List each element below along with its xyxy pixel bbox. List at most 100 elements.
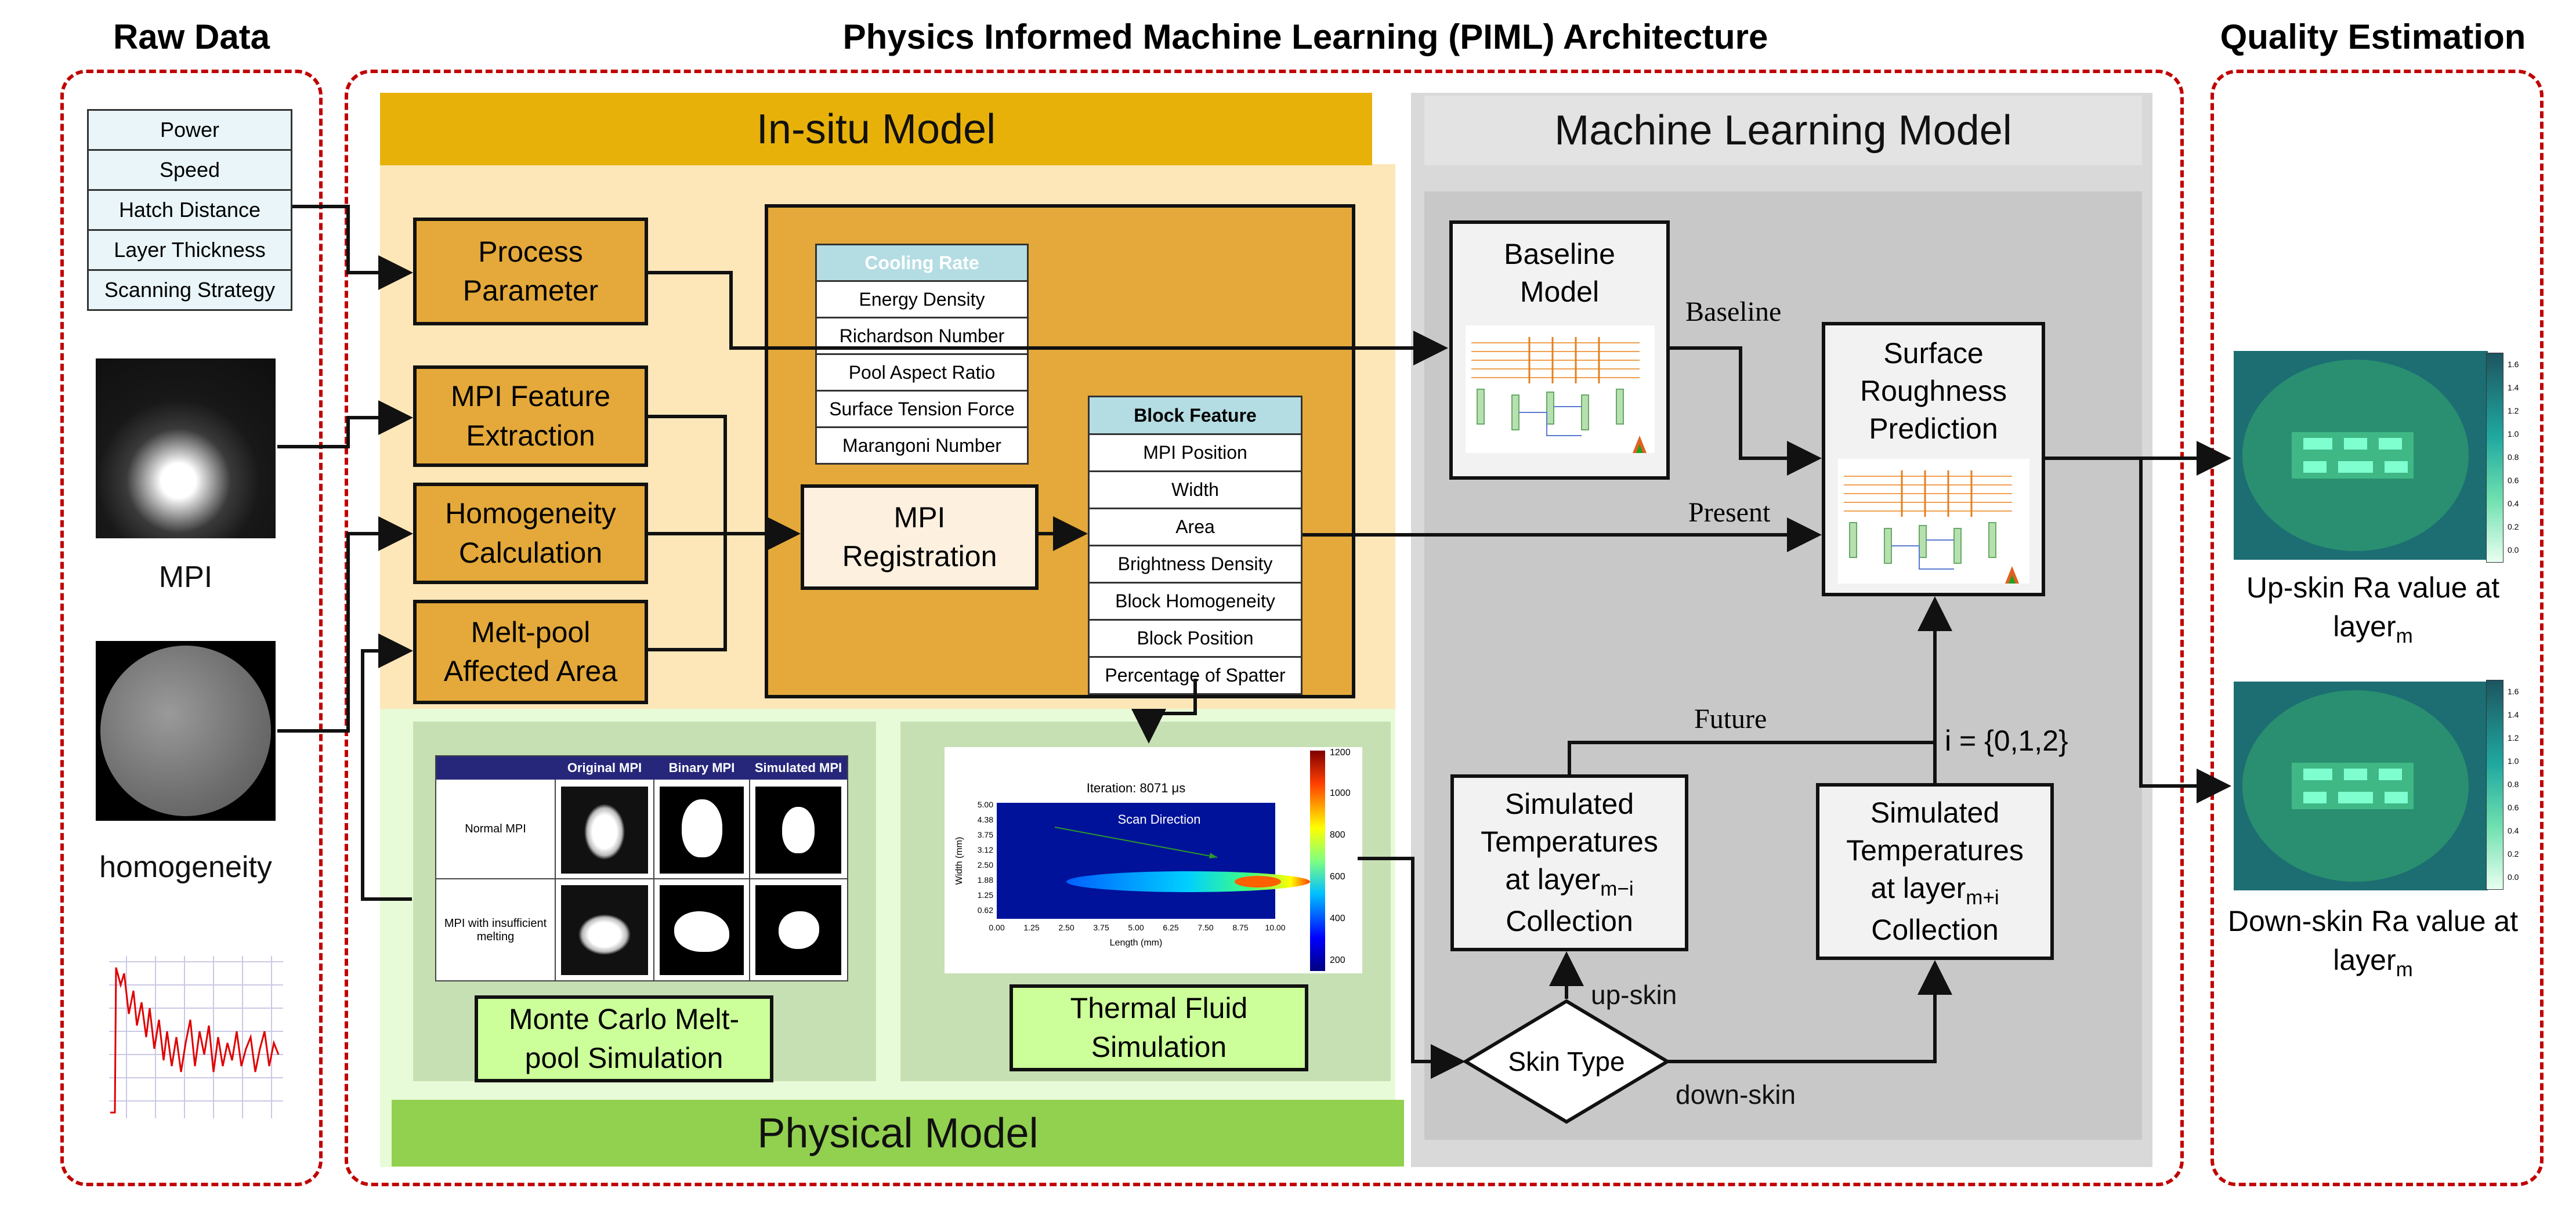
downskin-colorbar-tick: 1.6 xyxy=(2508,687,2519,696)
downskin-colorbar-tick: 1.4 xyxy=(2508,710,2519,719)
param-scanning-strategy: Scanning Strategy xyxy=(87,271,292,311)
cooling-rate-row: Marangoni Number xyxy=(815,428,1029,465)
colorbar-tick: 1000 xyxy=(1330,788,1351,798)
param-layer-thickness: Layer Thickness xyxy=(87,231,292,271)
thermal-ytick: 1.88 xyxy=(978,875,993,885)
upskin-colorbar-tick: 0.8 xyxy=(2508,452,2519,462)
cooling-rate-header: Cooling Rate xyxy=(815,244,1029,282)
thermal-ytick: 2.50 xyxy=(978,860,993,870)
thermal-xlabel: Length (mm) xyxy=(1110,938,1163,948)
thermal-ylabel: Width (mm) xyxy=(954,837,964,885)
downskin-colorbar-tick: 1.2 xyxy=(2508,733,2519,742)
downskin-colorbar-tick: 0.0 xyxy=(2508,872,2519,882)
upskin-colorbar-tick: 1.4 xyxy=(2508,383,2519,392)
i-set-label: i = {0,1,2} xyxy=(1945,724,2068,757)
skin-type-label: Skin Type xyxy=(1508,1046,1625,1077)
upskin-label: Up-skin Ra value at layerm xyxy=(2222,566,2524,653)
baseline-model-label: Baseline Model xyxy=(1504,238,1615,308)
thermal-plot: Iteration: 8071 μs Scan Direction 5.00 4… xyxy=(945,747,1362,973)
thermal-ytick: 3.75 xyxy=(978,830,993,839)
upskin-colorbar-tick: 0.2 xyxy=(2508,522,2519,531)
raw-data-title: Raw Data xyxy=(113,17,270,56)
scan-direction-label: Scan Direction xyxy=(1117,812,1200,827)
thermal-xtick: 8.75 xyxy=(1232,923,1248,932)
upskin-heatmap xyxy=(2234,351,2489,560)
upskin-colorbar-ticks: 1.6 1.4 1.2 1.0 0.8 0.6 0.4 0.2 0.0 xyxy=(2508,353,2542,561)
thermal-ytick: 4.38 xyxy=(978,815,993,824)
block-feature-row: Brightness Density xyxy=(1088,546,1303,584)
edge-future-label: Future xyxy=(1694,704,1767,734)
thermal-xtick: 0.00 xyxy=(989,923,1004,932)
block-feature-row: Block Position xyxy=(1088,621,1303,658)
downskin-label: Down-skin Ra value at layerm xyxy=(2222,899,2524,986)
downskin-colorbar-tick: 0.4 xyxy=(2508,826,2519,835)
quality-title: Quality Estimation xyxy=(2220,17,2526,56)
mc-table: Original MPI Binary MPI Simulated MPI No… xyxy=(435,755,848,981)
homogeneity-label: homogeneity xyxy=(99,850,272,884)
block-feature-row: MPI Position xyxy=(1088,435,1303,472)
mc-row-insufficient: MPI with insufficient melting xyxy=(444,917,547,943)
thermal-xtick: 3.75 xyxy=(1093,923,1109,932)
mc-header-original: Original MPI xyxy=(567,760,642,775)
baseline-model-box: Baseline Model xyxy=(1449,220,1670,480)
block-feature-row: Width xyxy=(1088,472,1303,509)
block-feature-table: Block Feature MPI Position Width Area Br… xyxy=(1088,396,1303,695)
ml-title: Machine Learning Model xyxy=(1424,96,2142,165)
cooling-rate-row: Energy Density xyxy=(815,282,1029,318)
cooling-rate-row: Pool Aspect Ratio xyxy=(815,355,1029,392)
physical-title: Physical Model xyxy=(392,1100,1404,1166)
insitu-title: In-situ Model xyxy=(380,93,1372,165)
mpi-image xyxy=(96,358,276,538)
thermal-xtick: 6.25 xyxy=(1163,923,1178,932)
surface-roughness-label: Surface Roughness Prediction xyxy=(1860,336,2007,445)
thermal-fluid-label: Thermal Fluid Simulation xyxy=(1010,984,1308,1071)
sim-temp-plus-box: Simulated Temperatures at layerm+i Colle… xyxy=(1816,783,2054,960)
block-feature-row: Percentage of Spatter xyxy=(1088,658,1303,695)
mpi-label: MPI xyxy=(158,560,213,594)
meltpool-affected-area-box: Melt-pool Affected Area xyxy=(413,600,648,704)
piml-title: Physics Informed Machine Learning (PIML)… xyxy=(842,17,1768,56)
monte-carlo-label: Monte Carlo Melt-pool Simulation xyxy=(475,995,773,1082)
homogeneity-image xyxy=(96,641,276,821)
upskin-colorbar-tick: 1.6 xyxy=(2508,360,2519,369)
thermal-ytick: 5.00 xyxy=(978,800,993,809)
sim-temp-plus-label: Simulated Temperatures at layerm+i Colle… xyxy=(1846,796,2024,946)
downskin-label-text: Down-skin Ra value at layerm xyxy=(2227,904,2519,981)
block-feature-row: Block Homogeneity xyxy=(1088,584,1303,621)
mc-header-simulated: Simulated MPI xyxy=(754,760,842,775)
thermal-ytick: 1.25 xyxy=(978,890,993,900)
edge-downskin-label: down-skin xyxy=(1676,1079,1796,1110)
signal-plot xyxy=(103,950,283,1136)
colorbar-tick: 400 xyxy=(1330,914,1345,923)
downskin-colorbar-tick: 0.2 xyxy=(2508,849,2519,858)
cooling-rate-table: Cooling Rate Energy Density Richardson N… xyxy=(815,244,1029,465)
sim-temp-minus-box: Simulated Temperatures at layerm−i Colle… xyxy=(1450,774,1688,951)
block-feature-header: Block Feature xyxy=(1088,396,1303,435)
colorbar-tick: 200 xyxy=(1330,955,1345,965)
baseline-network-diagram xyxy=(1466,325,1655,453)
downskin-colorbar xyxy=(2486,680,2503,890)
thermal-xtick: 10.00 xyxy=(1265,923,1285,932)
downskin-colorbar-tick: 1.0 xyxy=(2508,756,2519,766)
upskin-label-text: Up-skin Ra value at layerm xyxy=(2246,571,2500,648)
upskin-colorbar xyxy=(2486,353,2503,563)
thermal-xtick: 7.50 xyxy=(1197,923,1213,932)
edge-upskin-label: up-skin xyxy=(1591,980,1677,1010)
colorbar-tick: 800 xyxy=(1330,830,1345,840)
surface-roughness-box: Surface Roughness Prediction xyxy=(1822,322,2045,596)
colorbar-tick: 600 xyxy=(1330,872,1345,882)
downskin-colorbar-ticks: 1.6 1.4 1.2 1.0 0.8 0.6 0.4 0.2 0.0 xyxy=(2508,680,2542,889)
downskin-colorbar-tick: 0.6 xyxy=(2508,803,2519,812)
upskin-colorbar-tick: 0.6 xyxy=(2508,476,2519,485)
cooling-rate-row: Surface Tension Force xyxy=(815,392,1029,428)
mpi-registration-box: MPI Registration xyxy=(801,484,1039,590)
process-parameter-box: Process Parameter xyxy=(413,218,648,325)
thermal-ytick: 3.12 xyxy=(978,845,993,854)
mpi-feature-extraction-box: MPI Feature Extraction xyxy=(413,365,648,467)
mc-header-binary: Binary MPI xyxy=(668,760,735,775)
process-parameter-list: Power Speed Hatch Distance Layer Thickne… xyxy=(87,109,292,311)
sim-temp-minus-label: Simulated Temperatures at layerm−i Colle… xyxy=(1481,788,1658,937)
thermal-ytick: 0.62 xyxy=(978,905,993,915)
upskin-colorbar-tick: 1.0 xyxy=(2508,429,2519,439)
edge-present-label: Present xyxy=(1688,497,1771,528)
